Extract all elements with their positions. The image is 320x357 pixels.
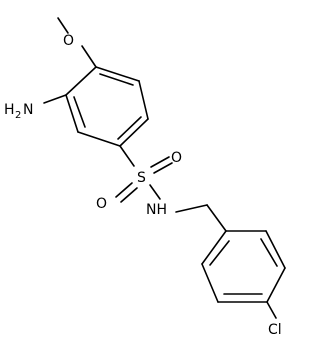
- bond-c4-c5: [95, 66, 140, 82]
- bond-inner-c6-c1: [117, 116, 142, 140]
- amino-h-label: H: [4, 102, 15, 118]
- bond-c1-c2: [77, 131, 121, 147]
- sulfonyl-oxygen-bottom-label: O: [96, 196, 107, 212]
- amide-nh-label: NH: [146, 202, 167, 218]
- bond-inner-r1-r2: [209, 240, 230, 266]
- bond-methyl-o: [57, 17, 69, 34]
- bond-c2-c3: [65, 94, 79, 133]
- bond-c6-c1: [119, 118, 149, 147]
- sulfur-label: S: [137, 170, 146, 186]
- oxygen-methoxy-label: O: [63, 33, 74, 49]
- bond-s-o-bottom-2: [120, 187, 138, 203]
- sulfonyl-oxygen-top-label: O: [171, 150, 182, 166]
- bond-s-o-bottom-1: [115, 182, 133, 198]
- bond-r4-r5: [266, 267, 286, 303]
- bond-s-o-top-2: [153, 162, 173, 174]
- bond-c1-s: [119, 145, 135, 167]
- chlorine-label: Cl: [268, 322, 282, 338]
- bond-r2-r3: [201, 263, 219, 303]
- bond-inner-r5-r6: [260, 238, 278, 267]
- chemical-structure-diagram: O H 2 N S O O NH Cl: [4, 17, 286, 338]
- bond-nh-ch2: [175, 204, 208, 213]
- bond-c3-amino: [43, 94, 67, 104]
- structure-canvas: O H 2 N S O O NH Cl: [4, 17, 286, 338]
- bond-inner-c2-c3: [73, 96, 86, 128]
- bond-c5-c6: [138, 80, 149, 120]
- bond-r5-r6: [265, 230, 286, 269]
- bond-s-nh: [149, 184, 161, 200]
- amino-subscript-label: 2: [15, 110, 21, 121]
- bond-r1-r2: [201, 230, 227, 265]
- bond-c3-c4: [65, 66, 97, 96]
- bond-r4-cl: [266, 301, 277, 319]
- bond-s-o-top-1: [150, 156, 170, 168]
- bond-o-c4: [81, 45, 97, 68]
- bond-inner-c4-c5: [99, 73, 134, 86]
- amino-n-label: N: [23, 102, 33, 118]
- bond-ch2-ring: [206, 204, 227, 232]
